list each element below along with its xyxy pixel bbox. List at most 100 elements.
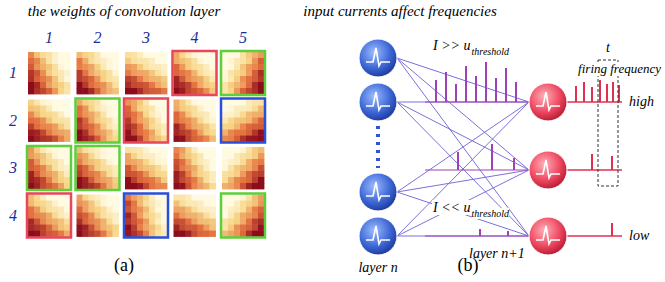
weight-cell xyxy=(149,153,155,159)
weight-cell xyxy=(40,124,46,130)
weight-cell xyxy=(113,106,119,112)
weight-cell xyxy=(113,88,119,94)
weight-cell xyxy=(155,147,161,153)
weight-cell xyxy=(222,106,228,112)
weight-cell xyxy=(210,153,216,159)
weight-cell xyxy=(64,213,70,219)
weight-cell xyxy=(64,106,70,112)
weight-cell xyxy=(89,130,95,136)
weight-cell xyxy=(222,147,228,153)
weight-cell xyxy=(46,106,52,112)
weight-cell xyxy=(155,64,161,70)
weight-cell xyxy=(174,106,180,112)
weight-cell xyxy=(174,177,180,183)
weight-cell xyxy=(204,183,210,189)
weight-cell xyxy=(34,70,40,76)
weight-cell xyxy=(222,88,228,94)
highlight-frame xyxy=(173,51,217,95)
weight-cell xyxy=(125,195,131,201)
weight-cell xyxy=(198,70,204,76)
synapse-line xyxy=(397,102,529,103)
weight-cell xyxy=(95,225,101,231)
weight-cell xyxy=(40,100,46,106)
weight-tile xyxy=(222,195,264,237)
weight-cell xyxy=(252,58,258,64)
weight-cell xyxy=(125,177,131,183)
weight-cell xyxy=(210,76,216,82)
weight-cell xyxy=(113,136,119,142)
synapse-line xyxy=(397,58,529,102)
synapse-line xyxy=(397,58,529,170)
weight-cell xyxy=(125,136,131,142)
weight-cell xyxy=(101,147,107,153)
weight-cell xyxy=(228,207,234,213)
weight-cell xyxy=(83,177,89,183)
weight-cell xyxy=(101,201,107,207)
weight-cell xyxy=(34,130,40,136)
weight-cell xyxy=(161,165,167,171)
weight-cell xyxy=(28,213,34,219)
weight-cell xyxy=(64,207,70,213)
input-spike xyxy=(515,82,517,102)
weight-cell xyxy=(192,225,198,231)
weight-cell xyxy=(52,225,58,231)
weight-cell xyxy=(210,195,216,201)
weight-cell xyxy=(240,52,246,58)
weight-cell xyxy=(240,106,246,112)
weight-cell xyxy=(28,225,34,231)
weight-cell xyxy=(131,88,137,94)
weight-cell xyxy=(240,136,246,142)
weight-cell xyxy=(46,195,52,201)
weight-cell xyxy=(161,70,167,76)
row-number: 4 xyxy=(9,207,17,225)
weight-cell xyxy=(131,219,137,225)
weight-cell xyxy=(77,100,83,106)
weight-cell xyxy=(240,219,246,225)
weight-cell xyxy=(155,100,161,106)
input-spike xyxy=(491,144,493,170)
weight-cell xyxy=(252,225,258,231)
weight-cell xyxy=(40,70,46,76)
weight-cell xyxy=(252,231,258,237)
weight-cell xyxy=(204,124,210,130)
weight-tile xyxy=(77,195,119,237)
input-spike xyxy=(495,78,497,102)
weight-cell xyxy=(149,130,155,136)
weight-cell xyxy=(131,159,137,165)
weight-cell xyxy=(28,118,34,124)
weight-cell xyxy=(174,159,180,165)
weight-cell xyxy=(95,82,101,88)
weight-cell xyxy=(95,100,101,106)
weight-cell xyxy=(222,52,228,58)
weight-cell xyxy=(180,195,186,201)
weight-cell xyxy=(101,195,107,201)
weight-cell xyxy=(95,106,101,112)
weight-cell xyxy=(149,183,155,189)
weight-cell xyxy=(192,219,198,225)
weight-cell xyxy=(113,153,119,159)
weight-cell xyxy=(234,130,240,136)
weight-cell xyxy=(210,88,216,94)
weight-cell xyxy=(198,153,204,159)
weight-cell xyxy=(186,106,192,112)
weight-cell xyxy=(107,159,113,165)
weight-cell xyxy=(246,207,252,213)
weight-cell xyxy=(125,58,131,64)
weight-cell xyxy=(107,70,113,76)
weight-cell xyxy=(143,82,149,88)
weight-cell xyxy=(58,171,64,177)
weight-cell xyxy=(222,207,228,213)
weight-cell xyxy=(186,231,192,237)
weight-cell xyxy=(137,153,143,159)
weight-cell xyxy=(252,219,258,225)
output-spike xyxy=(611,156,613,170)
weight-cell xyxy=(149,112,155,118)
weight-cell xyxy=(125,213,131,219)
weight-cell xyxy=(258,171,264,177)
weight-cell xyxy=(174,76,180,82)
weight-cell xyxy=(204,82,210,88)
weight-cell xyxy=(52,106,58,112)
weight-cell xyxy=(101,70,107,76)
weight-cell xyxy=(77,112,83,118)
weight-cell xyxy=(113,58,119,64)
